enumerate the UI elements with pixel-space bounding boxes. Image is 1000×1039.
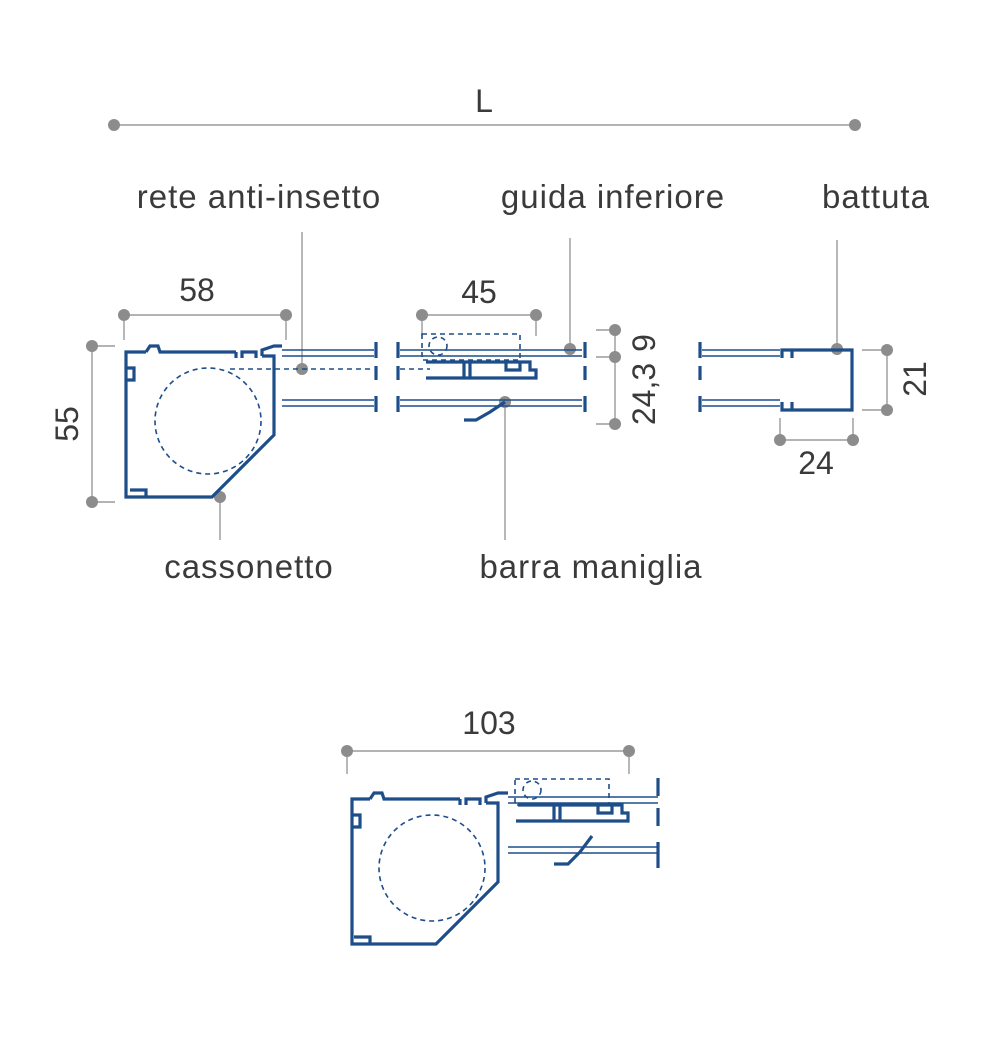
box-width-dimension: 58 [118, 272, 292, 340]
overall-length-label: L [475, 83, 493, 119]
box-width-value: 58 [179, 272, 215, 308]
guide-height-small-value: 9 [626, 334, 662, 352]
stop-profile [698, 342, 854, 412]
guide-profile [396, 333, 587, 422]
handle-bar-label: barra maniglia [479, 548, 702, 585]
bottom-guide-label: guida inferiore [501, 178, 725, 215]
label-leaders [214, 232, 843, 540]
box-height-dimension: 55 [49, 340, 115, 508]
box-profile [124, 344, 282, 499]
assembly-profile [350, 778, 660, 946]
assembly-width-dimension: 103 [341, 705, 635, 774]
guide-width-dimension: 45 [416, 274, 542, 336]
box-height-value: 55 [49, 406, 85, 442]
box-label: cassonetto [164, 548, 334, 585]
guide-height-total-value: 24,3 [626, 363, 662, 425]
stop-height-dimension: 21 [862, 344, 933, 416]
stop-width-value: 24 [798, 445, 834, 481]
guide-height-dimension: 9 24,3 [596, 324, 662, 430]
stop-label: battuta [822, 178, 930, 215]
stop-height-value: 21 [897, 361, 933, 397]
mesh-rails-left [230, 342, 378, 412]
assembly-width-value: 103 [462, 705, 515, 741]
overall-length-dimension: L [108, 83, 861, 131]
guide-width-value: 45 [461, 274, 497, 310]
mesh-label: rete anti-insetto [137, 178, 381, 215]
stop-width-dimension: 24 [774, 418, 859, 481]
